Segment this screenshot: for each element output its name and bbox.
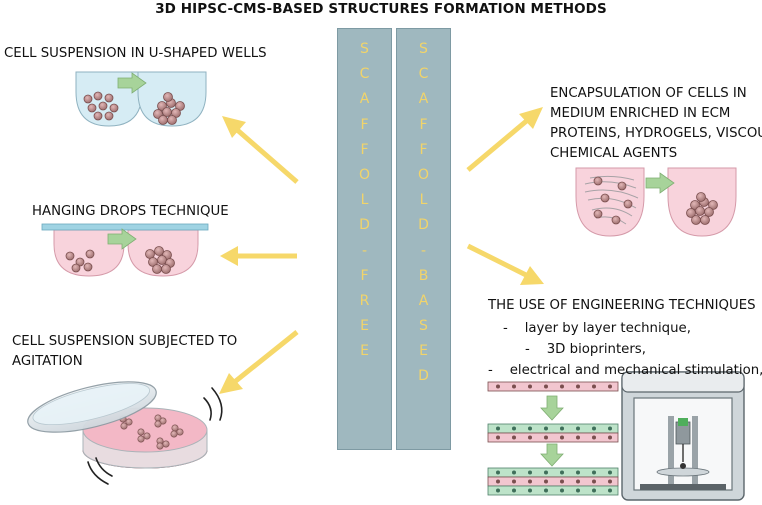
petri-dish-illustration	[27, 381, 223, 485]
bioprinter-illustration	[621, 371, 745, 501]
scaffold-free-letter: -	[361, 242, 368, 259]
scaffold-free-letter: A	[359, 91, 370, 108]
agitation-label-1: CELL SUSPENSION SUBJECTED TO	[12, 334, 238, 349]
scaffold-free-letter: F	[360, 116, 369, 133]
scaffold-based-letter: D	[418, 368, 429, 385]
encapsulation-label-2: MEDIUM ENRICHED IN ECM	[550, 106, 731, 121]
method-arrows	[219, 107, 544, 394]
engineering-item-2: - 3D bioprinters,	[525, 342, 646, 357]
scaffold-free-letter: R	[359, 292, 370, 309]
arrow-to-agitation	[219, 330, 299, 394]
encapsulation-illustration	[575, 167, 737, 237]
scaffold-based-letter: S	[419, 318, 428, 335]
scaffold-based-letter: E	[419, 343, 428, 360]
scaffold-based-letter: S	[419, 41, 428, 57]
u-shaped-wells-illustration	[75, 71, 207, 127]
hanging-drops-label: HANGING DROPS TECHNIQUE	[32, 204, 229, 219]
engineering-item-3: - electrical and mechanical stimulation,	[488, 363, 762, 378]
engineering-label: THE USE OF ENGINEERING TECHNIQUES	[488, 298, 756, 313]
arrow-to-hanging-drops	[220, 246, 297, 266]
scaffold-based-letter: L	[419, 192, 428, 209]
scaffold-free-letter: F	[360, 267, 369, 284]
scaffold-based-letter: -	[420, 242, 427, 259]
encapsulation-label-3: PROTEINS, HYDROGELS, VISCOUS	[550, 126, 762, 141]
arrow-to-engineering	[466, 243, 544, 285]
scaffold-free-letter: S	[360, 41, 369, 57]
scaffold-free-letter: L	[360, 192, 369, 209]
scaffold-based-letter: A	[418, 292, 429, 309]
scaffold-free-letter: F	[360, 141, 369, 158]
encapsulation-label-1: ENCAPSULATION OF CELLS IN	[550, 86, 747, 101]
scaffold-based-letter: F	[419, 116, 428, 133]
scaffold-free-letter: E	[360, 318, 369, 335]
scaffold-based-letter: F	[419, 141, 428, 158]
hanging-drops-illustration	[41, 223, 209, 277]
u-wells-label: CELL SUSPENSION IN U-SHAPED WELLS	[4, 46, 267, 61]
encapsulation-label-4: CHEMICAL AGENTS	[550, 146, 678, 161]
diagram-title: 3D HIPSC-CMS-BASED STRUCTURES FORMATION …	[155, 1, 607, 17]
layer-by-layer-illustration	[487, 381, 619, 496]
scaffold-based-letter: A	[418, 91, 429, 108]
arrow-to-u-wells	[222, 116, 299, 184]
engineering-item-1: - layer by layer technique,	[503, 321, 691, 336]
scaffold-based-letter: B	[418, 267, 429, 284]
scaffold-based-letter: C	[418, 66, 429, 83]
scaffold-free-letter: O	[358, 166, 371, 183]
scaffold-free-letter: D	[359, 217, 370, 234]
scaffold-based-letter: O	[417, 166, 430, 183]
scaffold-free-letter: C	[359, 66, 370, 83]
arrow-to-encapsulation	[466, 107, 543, 172]
scaffold-based-letter: D	[418, 217, 429, 234]
scaffold-free-letter: E	[360, 343, 369, 360]
agitation-label-2: AGITATION	[12, 354, 83, 369]
